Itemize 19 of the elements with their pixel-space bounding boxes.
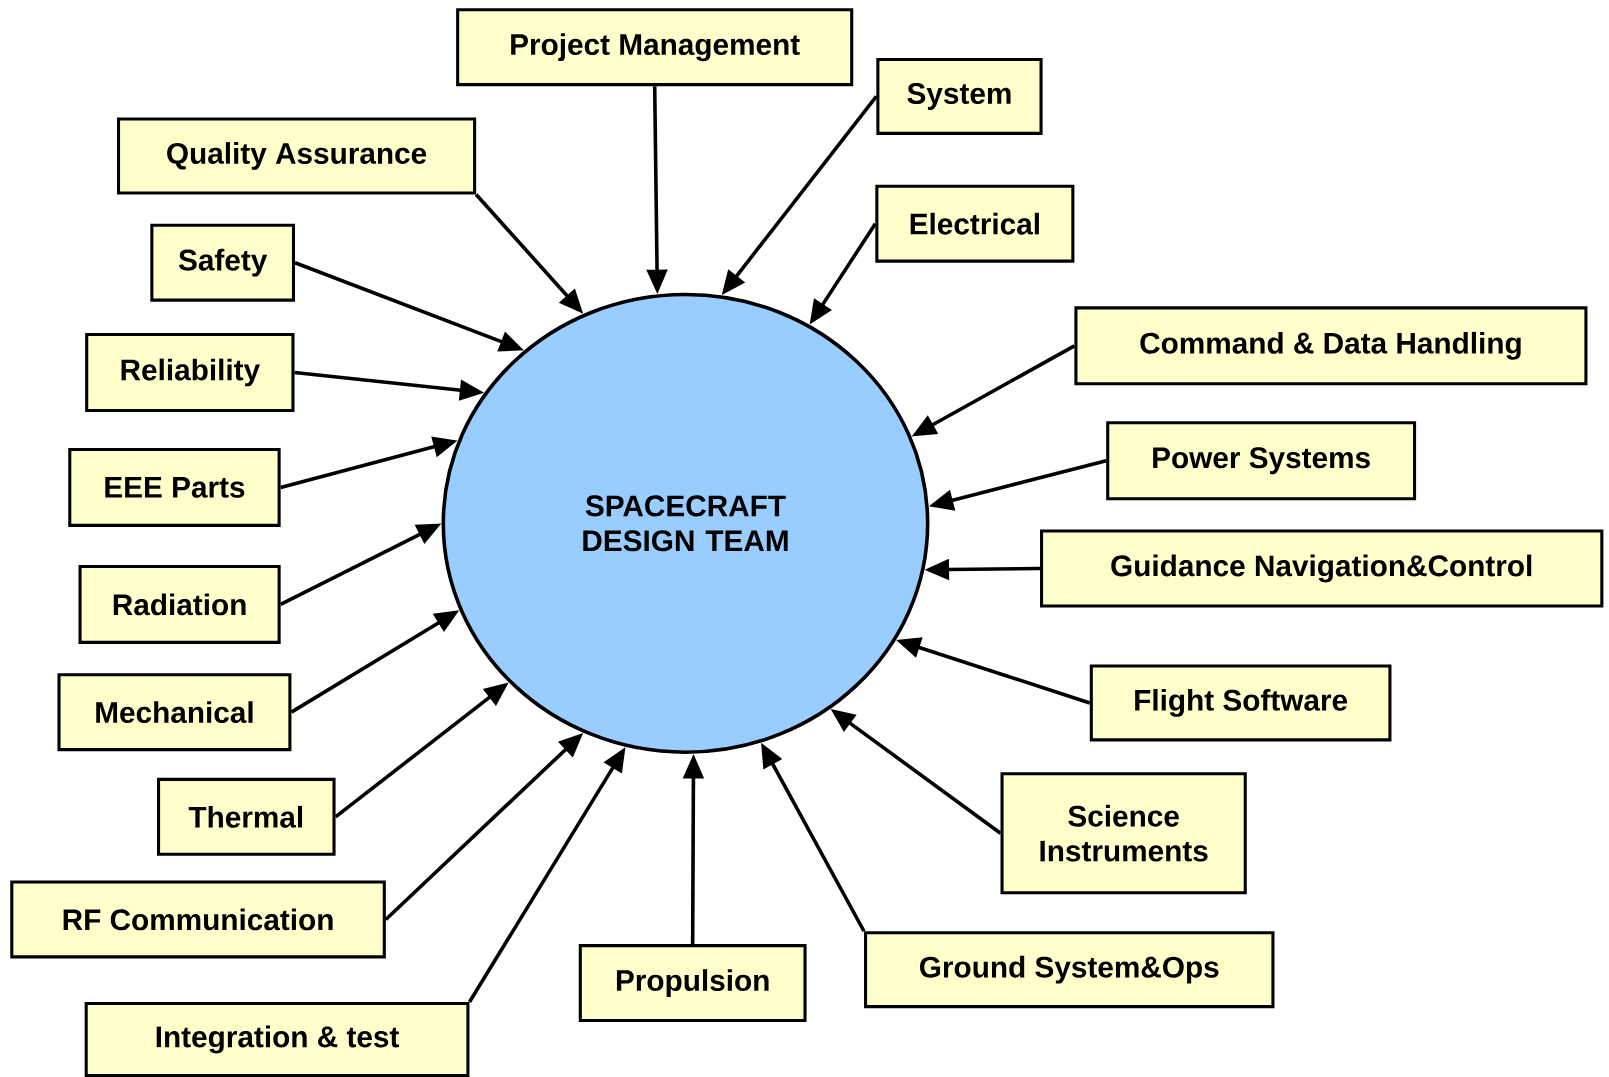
discipline-box: RF Communication bbox=[10, 880, 386, 959]
discipline-box: Science Instruments bbox=[1000, 771, 1247, 895]
discipline-box: Electrical bbox=[875, 184, 1075, 263]
discipline-box: Radiation bbox=[78, 564, 281, 644]
discipline-box: Mechanical bbox=[57, 672, 292, 751]
discipline-box: Command & Data Handling bbox=[1074, 306, 1588, 386]
discipline-box: Safety bbox=[150, 223, 296, 302]
discipline-box: Guidance Navigation&Control bbox=[1040, 529, 1604, 608]
discipline-box: Project Management bbox=[456, 8, 854, 86]
discipline-box: Ground System&Ops bbox=[864, 931, 1275, 1008]
discipline-box: Flight Software bbox=[1089, 664, 1392, 742]
discipline-box: Quality Assurance bbox=[117, 117, 477, 195]
discipline-box: System bbox=[876, 57, 1043, 135]
discipline-box: Reliability bbox=[85, 332, 295, 412]
discipline-box: Propulsion bbox=[578, 943, 807, 1022]
discipline-box: Power Systems bbox=[1106, 421, 1417, 501]
discipline-box: Thermal bbox=[157, 777, 336, 856]
discipline-box: Integration & test bbox=[84, 1001, 470, 1077]
discipline-box: EEE Parts bbox=[68, 447, 281, 527]
